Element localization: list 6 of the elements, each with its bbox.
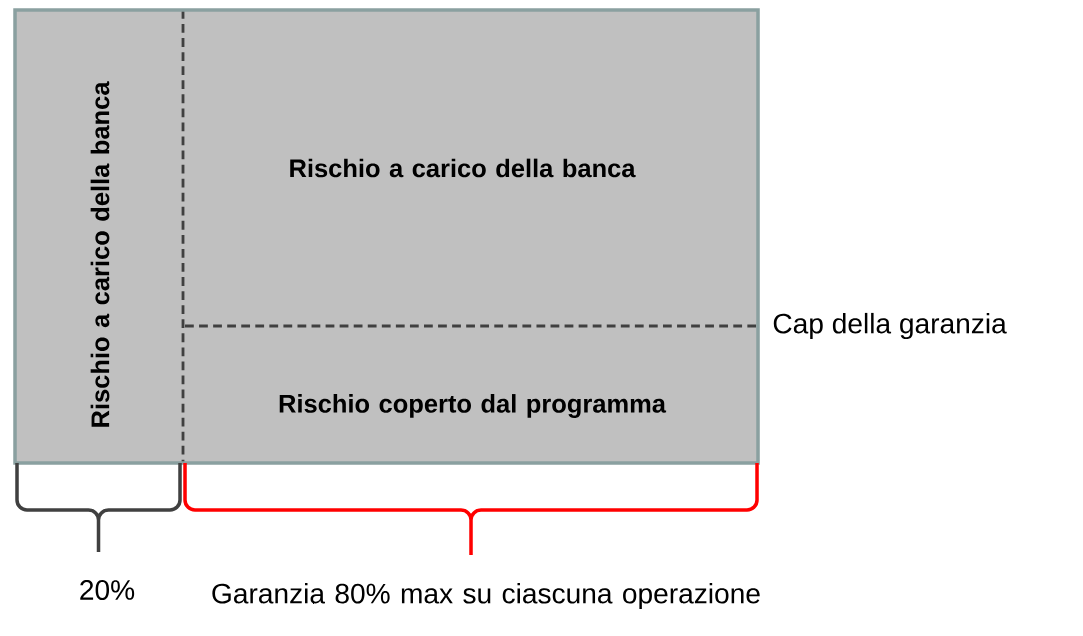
region-label: Rischio a carico della banca [290, 158, 636, 178]
region-label: Rischio a carico della banca [90, 81, 110, 427]
annotation-text: Cap della garanzia [773, 312, 1007, 340]
annotation-text: 20% [80, 580, 135, 600]
annotation-text: Garanzia 80% max su ciascuna operazione [212, 582, 760, 610]
region-label: Rischio coperto dal programma [279, 394, 667, 418]
